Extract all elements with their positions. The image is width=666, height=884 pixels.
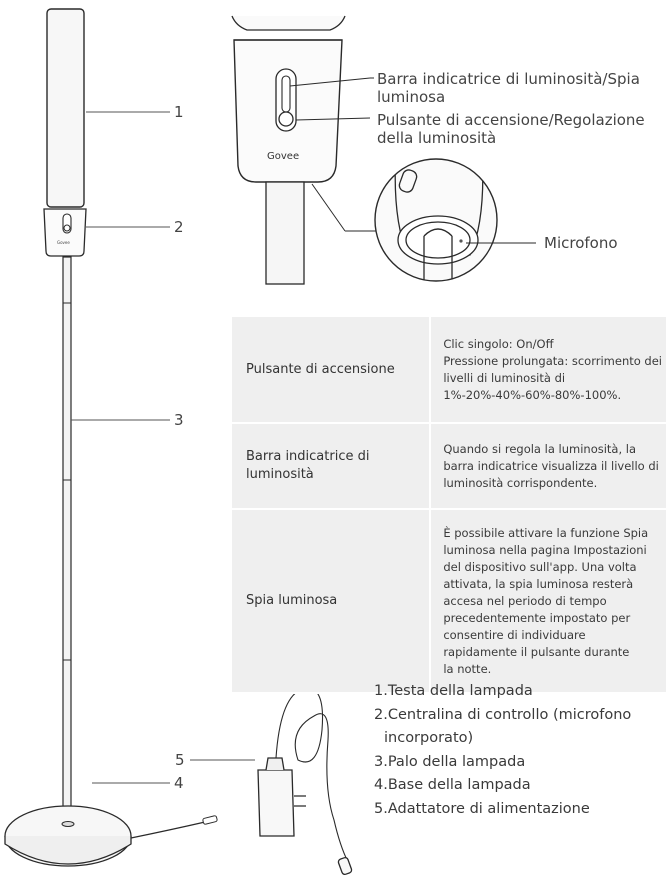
table-row: Spia luminosa È possibile attivare la fu… <box>232 509 666 694</box>
table-row-name: Pulsante di accensione <box>232 317 430 424</box>
desc-line: Quando si regola la luminosità, la <box>443 441 637 456</box>
table-row-description: Clic singolo: On/Off Pressione prolungat… <box>431 317 666 424</box>
desc-line: livelli di luminosità di <box>443 370 566 385</box>
legend-item: 2.Centralina di controllo (microfono <box>374 706 632 723</box>
desc-line: la notte. <box>443 661 492 676</box>
callout-number-4: 4 <box>174 774 184 792</box>
callout-number-2: 2 <box>174 218 184 236</box>
desc-line: barra indicatrice visualizza il livello … <box>443 458 659 473</box>
legend-item: 3.Palo della lampada <box>374 753 526 770</box>
name-line: luminosità <box>246 467 314 482</box>
brightness-bar-callout-line2: luminosa <box>377 88 446 106</box>
callout-number-1: 1 <box>174 103 184 121</box>
brand-logo: Govee <box>267 151 300 162</box>
lamp-base <box>4 805 218 867</box>
left-callout-lines <box>71 111 255 784</box>
desc-line: 1%-20%-40%-60%-80%-100%. <box>443 387 622 402</box>
brightness-bar-callout: Barra indicatrice di luminosità/Spia lum… <box>377 70 640 106</box>
power-button-callout-line2: della luminosità <box>377 129 497 147</box>
function-table: Pulsante di accensione Clic singolo: On/… <box>232 317 666 694</box>
callout-number-5: 5 <box>175 751 185 769</box>
legend-item: incorporato) <box>384 730 474 746</box>
table-row: Barra indicatrice di luminosità Quando s… <box>232 423 666 510</box>
desc-line: Clic singolo: On/Off <box>443 336 554 351</box>
microphone-callout: Microfono <box>544 234 618 252</box>
desc-line: luminosa nella pagina Impostazioni <box>443 542 647 557</box>
microphone-magnifier <box>374 158 536 282</box>
control-box <box>43 208 87 257</box>
table-row-name: Barra indicatrice di luminosità <box>232 423 430 510</box>
name-line: Barra indicatrice di <box>246 449 370 464</box>
desc-line: È possibile attivare la funzione Spia <box>443 525 649 540</box>
parts-legend: 1.Testa della lampada 2.Centralina di co… <box>374 680 631 821</box>
power-button-callout-line1: Pulsante di accensione/Regolazione <box>377 111 645 129</box>
lamp-pole <box>62 256 72 826</box>
desc-line: accesa nel periodo di tempo <box>443 593 607 608</box>
table-row-name: Spia luminosa <box>232 509 430 694</box>
table-row-description: È possibile attivare la funzione Spia lu… <box>431 509 666 694</box>
power-adapter <box>257 687 353 876</box>
callout-number-3: 3 <box>174 411 184 429</box>
table-row-description: Quando si regola la luminosità, la barra… <box>431 423 666 510</box>
desc-line: precedentemente impostato per <box>443 610 631 625</box>
lamp-head <box>46 8 85 208</box>
desc-line: attivata, la spia luminosa resterà <box>443 576 634 591</box>
desc-line: del dispositivo sull'app. Una volta <box>443 559 637 574</box>
desc-line: rapidamente il pulsante durante <box>443 644 630 659</box>
desc-line: luminosità corrispondente. <box>443 475 598 490</box>
table-row: Pulsante di accensione Clic singolo: On/… <box>232 317 666 424</box>
desc-line: Pressione prolungata: scorrimento dei <box>443 353 662 368</box>
control-box-closeup <box>231 15 380 285</box>
brand-logo-small: Govee <box>57 240 70 245</box>
legend-item: 5.Adattatore di alimentazione <box>374 800 590 817</box>
brightness-bar-callout-line1: Barra indicatrice di luminosità/Spia <box>377 70 640 88</box>
power-button-callout: Pulsante di accensione/Regolazione della… <box>377 111 645 147</box>
legend-item: 4.Base della lampada <box>374 777 531 793</box>
legend-item: 1.Testa della lampada <box>374 683 533 699</box>
desc-line: consentire di individuare <box>443 627 586 642</box>
